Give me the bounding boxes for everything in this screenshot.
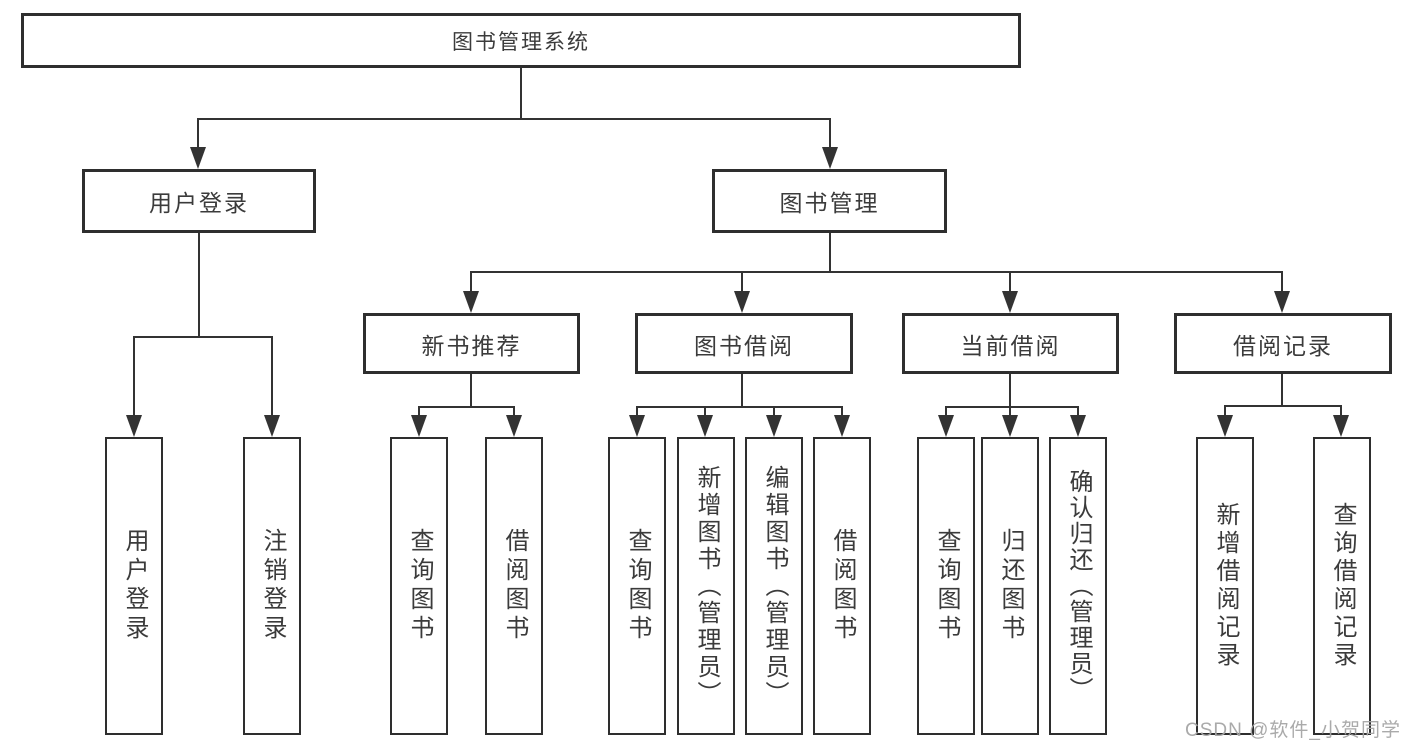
node-user-login: 用户登录 <box>105 437 163 735</box>
arrowhead-down-icon <box>822 147 838 169</box>
connector-line <box>470 374 472 408</box>
node-borrowing-records: 借阅记录 <box>1174 313 1392 374</box>
arrowhead-down-icon <box>126 415 142 437</box>
arrowhead-down-icon <box>1070 415 1086 437</box>
connector-line <box>198 233 200 338</box>
node-confirm-return-admin: 确认归还（管理员） <box>1049 437 1107 735</box>
connector-line <box>1340 405 1342 417</box>
node-borrow-books-nb: 借阅图书 <box>485 437 543 735</box>
arrowhead-down-icon <box>734 291 750 313</box>
node-query-books-nb: 查询图书 <box>390 437 448 735</box>
arrowhead-down-icon <box>190 147 206 169</box>
node-edit-books-admin: 编辑图书（管理员） <box>745 437 803 735</box>
connector-line <box>636 406 843 408</box>
connector-line <box>1009 374 1011 408</box>
node-query-books-bb: 查询图书 <box>608 437 666 735</box>
arrowhead-down-icon <box>463 291 479 313</box>
arrowhead-down-icon <box>629 415 645 437</box>
connector-line <box>741 374 743 408</box>
connector-line <box>945 406 1079 408</box>
node-query-borrow-record: 查询借阅记录 <box>1313 437 1371 735</box>
connector-line <box>418 406 420 417</box>
connector-line <box>704 406 706 417</box>
connector-line <box>1009 406 1011 417</box>
arrowhead-down-icon <box>1333 415 1349 437</box>
connector-line <box>133 336 135 417</box>
node-logout: 注销登录 <box>243 437 301 735</box>
connector-line <box>418 406 515 408</box>
node-query-books-cb: 查询图书 <box>917 437 975 735</box>
node-return-books: 归还图书 <box>981 437 1039 735</box>
connector-line <box>773 406 775 417</box>
arrowhead-down-icon <box>411 415 427 437</box>
connector-line <box>470 271 472 293</box>
connector-line <box>271 336 273 417</box>
connector-line <box>636 406 638 417</box>
connector-line <box>841 406 843 417</box>
node-borrow-books-bb: 借阅图书 <box>813 437 871 735</box>
arrowhead-down-icon <box>264 415 280 437</box>
arrowhead-down-icon <box>1002 415 1018 437</box>
connector-line <box>1224 405 1342 407</box>
connector-line <box>520 68 522 119</box>
node-add-borrow-record: 新增借阅记录 <box>1196 437 1254 735</box>
arrowhead-down-icon <box>506 415 522 437</box>
arrowhead-down-icon <box>834 415 850 437</box>
node-add-books-admin: 新增图书（管理员） <box>677 437 735 735</box>
connector-line <box>133 336 273 338</box>
arrowhead-down-icon <box>766 415 782 437</box>
connector-line <box>829 118 831 150</box>
arrowhead-down-icon <box>938 415 954 437</box>
node-user-login-group: 用户登录 <box>82 169 316 233</box>
arrowhead-down-icon <box>697 415 713 437</box>
connector-line <box>1077 406 1079 417</box>
connector-line <box>1281 374 1283 407</box>
connector-line <box>829 233 831 273</box>
connector-line <box>741 271 743 293</box>
connector-line <box>513 406 515 417</box>
node-book-borrowing: 图书借阅 <box>635 313 853 374</box>
connector-line <box>197 118 831 120</box>
arrowhead-down-icon <box>1002 291 1018 313</box>
connector-line <box>1224 405 1226 417</box>
node-new-book-recommend: 新书推荐 <box>363 313 580 374</box>
connector-line <box>1281 271 1283 293</box>
connector-line <box>470 271 1283 273</box>
arrowhead-down-icon <box>1217 415 1233 437</box>
connector-line <box>197 118 199 150</box>
node-library-management-system: 图书管理系统 <box>21 13 1021 68</box>
node-book-management-group: 图书管理 <box>712 169 947 233</box>
csdn-watermark: CSDN @软件_小贺同学 <box>1185 720 1401 741</box>
arrowhead-down-icon <box>1274 291 1290 313</box>
connector-line <box>1009 271 1011 293</box>
connector-line <box>945 406 947 417</box>
node-current-borrowing: 当前借阅 <box>902 313 1119 374</box>
